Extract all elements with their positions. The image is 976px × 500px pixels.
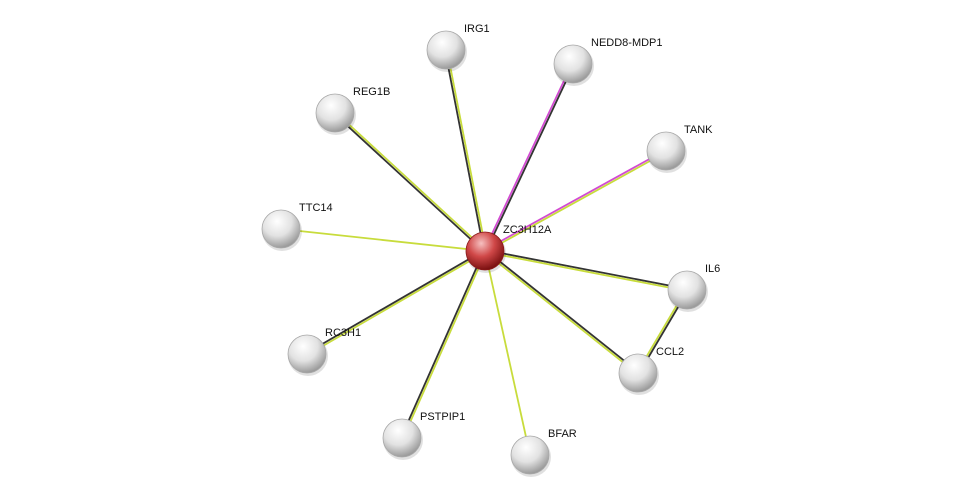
edge-line-textmining <box>402 251 487 439</box>
node-bfar[interactable]: BFAR <box>510 428 577 477</box>
node-bubble[interactable] <box>287 334 327 374</box>
node-label: NEDD8-MDP1 <box>591 37 663 49</box>
edge-ZC3H12A-REG1B[interactable] <box>333 111 487 253</box>
edge-line-experiments <box>484 149 666 251</box>
edge-line-coexpression <box>306 249 485 354</box>
node-nedd8-mdp1[interactable]: NEDD8-MDP1 <box>553 37 663 86</box>
node-label: TANK <box>684 124 713 136</box>
edge-ZC3H12A-RC3H1[interactable] <box>306 249 486 356</box>
node-bubble[interactable] <box>315 93 355 133</box>
node-irg1[interactable]: IRG1 <box>426 23 490 72</box>
edge-line-coexpression <box>444 50 485 252</box>
node-label: BFAR <box>548 428 577 440</box>
node-reg1b[interactable]: REG1B <box>315 86 390 135</box>
edge-ZC3H12A-PSTPIP1[interactable] <box>400 250 487 439</box>
edge-line-coexpression <box>400 250 485 438</box>
node-bubble[interactable] <box>261 209 301 249</box>
edge-line-coexpression <box>485 249 688 290</box>
edge-ZC3H12A-TANK[interactable] <box>484 149 667 253</box>
node-bubble[interactable] <box>382 418 422 458</box>
node-label: ZC3H12A <box>503 224 552 236</box>
node-bubble[interactable] <box>426 30 466 70</box>
edge-line-textmining <box>485 151 667 253</box>
node-tank[interactable]: TANK <box>646 124 713 173</box>
node-bubble[interactable] <box>646 131 686 171</box>
node-il6[interactable]: IL6 <box>667 263 720 312</box>
edge-ZC3H12A-IL6[interactable] <box>484 249 688 292</box>
node-label: TTC14 <box>299 202 333 214</box>
node-pstpip1[interactable]: PSTPIP1 <box>382 411 465 460</box>
node-bubble[interactable] <box>510 435 550 475</box>
edge-ZC3H12A-NEDD8-MDP1[interactable] <box>483 63 575 252</box>
edge-line-coexpression <box>485 249 640 373</box>
edge-line-textmining <box>307 251 486 356</box>
node-label: PSTPIP1 <box>420 411 465 423</box>
edge-line-textmining <box>484 250 531 456</box>
node-rc3h1[interactable]: RC3H1 <box>287 327 361 376</box>
edge-line-textmining <box>484 251 687 292</box>
node-label: IRG1 <box>464 23 490 35</box>
node-label: CCL2 <box>656 346 684 358</box>
edge-line-textmining <box>335 111 487 251</box>
edge-line-textmining <box>483 251 638 375</box>
edge-line-coexpression <box>333 113 485 253</box>
node-bubble[interactable] <box>465 231 505 271</box>
node-label: REG1B <box>353 86 390 98</box>
edge-line-coexpression <box>485 64 575 252</box>
edge-ZC3H12A-IRG1[interactable] <box>444 49 487 252</box>
node-bubble[interactable] <box>667 270 707 310</box>
edge-ZC3H12A-TTC14[interactable] <box>280 228 486 252</box>
node-ttc14[interactable]: TTC14 <box>261 202 333 251</box>
edge-line-textmining <box>446 49 487 251</box>
node-bubble[interactable] <box>553 44 593 84</box>
edge-ZC3H12A-BFAR[interactable] <box>484 250 531 456</box>
node-zc3h12a[interactable]: ZC3H12A <box>465 224 552 273</box>
edge-line-textmining <box>280 228 486 252</box>
edge-ZC3H12A-CCL2[interactable] <box>483 249 640 375</box>
node-label: IL6 <box>705 263 720 275</box>
node-label: RC3H1 <box>325 327 361 339</box>
node-ccl2[interactable]: CCL2 <box>618 346 684 395</box>
edge-line-experiments <box>483 63 573 251</box>
node-bubble[interactable] <box>618 353 658 393</box>
